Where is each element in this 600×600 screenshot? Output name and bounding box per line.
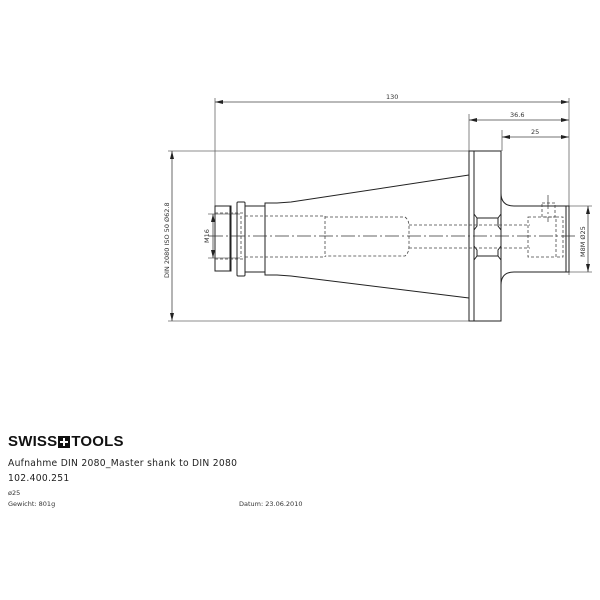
center-lines	[209, 195, 575, 237]
dim-36-6-label: 36.6	[510, 111, 524, 119]
part-weight: Gewicht: 801g	[8, 500, 56, 508]
hidden-lines	[215, 202, 564, 260]
dimension-lines	[170, 100, 590, 321]
part-description: Aufnahme DIN 2080_Master shank to DIN 20…	[8, 458, 238, 469]
dim-m16-label: M16	[203, 229, 211, 243]
brand-left: SWISS	[8, 433, 58, 450]
swiss-cross-icon	[58, 435, 71, 448]
brand-logo: SWISS TOOLS	[8, 433, 124, 450]
brand-right: TOOLS	[71, 433, 124, 450]
dim-shank-label: M8M Ø25	[579, 226, 587, 257]
extension-lines	[168, 98, 592, 322]
dim-25-label: 25	[531, 128, 539, 136]
dim-taper-label: DIN 2080 ISO 50 Ø62.8	[163, 202, 171, 278]
part-size: ø25	[8, 489, 21, 497]
drawing-date: Datum: 23.06.2010	[239, 500, 303, 508]
dim-130-label: 130	[386, 93, 398, 101]
part-number: 102.400.251	[8, 473, 70, 484]
